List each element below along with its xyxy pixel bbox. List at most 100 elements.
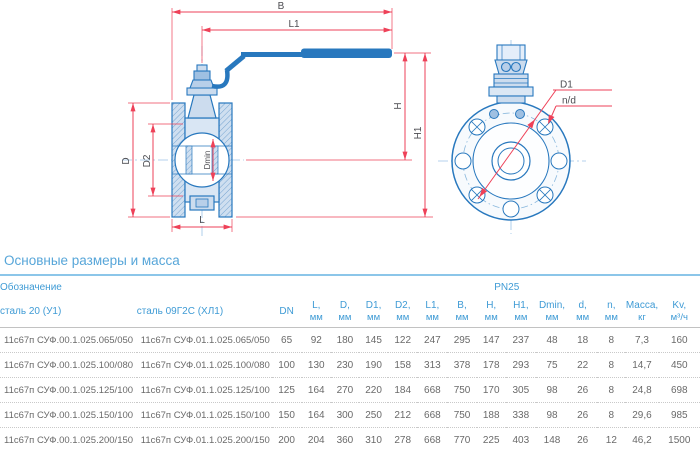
value-cell: 293 — [506, 353, 536, 378]
value-cell: 247 — [417, 328, 447, 353]
handle-lever — [212, 49, 392, 87]
dimension-label-d: D — [121, 157, 132, 164]
value-cell: 29,6 — [625, 403, 658, 428]
value-cell: 158 — [388, 353, 417, 378]
value-cell: 7,3 — [625, 328, 658, 353]
value-cell: 300 — [331, 403, 359, 428]
value-cell: 360 — [331, 428, 359, 452]
side-view: B L1 H H1 D D2 Dmin L — [121, 1, 433, 236]
column-header: B,мм — [447, 296, 476, 328]
designation-cell: 11с67п СУФ.01.1.025.065/050 — [137, 328, 272, 353]
designation-group-header: Обозначение — [0, 275, 272, 296]
column-header: d,мм — [568, 296, 597, 328]
designation-cell: 11с67п СУФ.01.1.025.125/100 — [137, 378, 272, 403]
dimension-label-h1: H1 — [413, 126, 424, 139]
value-cell: 770 — [447, 428, 476, 452]
front-labels: D1 n/d — [560, 80, 576, 107]
column-header: D,мм — [331, 296, 359, 328]
column-header: сталь 20 (У1) — [0, 296, 137, 328]
dimensions-table: Обозначение PN25 сталь 20 (У1)сталь 09Г2… — [0, 274, 700, 452]
column-header: L1,мм — [417, 296, 447, 328]
value-cell: 188 — [477, 403, 506, 428]
value-cell: 237 — [506, 328, 536, 353]
value-cell: 148 — [536, 428, 568, 452]
value-cell: 147 — [477, 328, 506, 353]
value-cell: 98 — [536, 403, 568, 428]
value-cell: 26 — [568, 428, 597, 452]
value-cell: 130 — [302, 353, 331, 378]
value-cell: 26 — [568, 378, 597, 403]
value-cell: 14,7 — [625, 353, 658, 378]
value-cell: 8 — [597, 378, 625, 403]
value-cell: 985 — [659, 403, 700, 428]
drawing-svg: B L1 H H1 D D2 Dmin L — [0, 0, 700, 250]
value-cell: 164 — [302, 403, 331, 428]
valve-body — [172, 95, 232, 217]
dimension-label-l1: L1 — [288, 19, 300, 30]
value-cell: 92 — [302, 328, 331, 353]
value-cell: 125 — [272, 378, 302, 403]
value-cell: 295 — [447, 328, 476, 353]
value-cell: 24,8 — [625, 378, 658, 403]
value-cell: 212 — [388, 403, 417, 428]
value-cell: 100 — [272, 353, 302, 378]
table-header: Обозначение PN25 сталь 20 (У1)сталь 09Г2… — [0, 275, 700, 328]
value-cell: 270 — [331, 378, 359, 403]
value-cell: 220 — [359, 378, 388, 403]
value-cell: 1500 — [659, 428, 700, 452]
column-header: n,мм — [597, 296, 625, 328]
dimension-label-l: L — [199, 215, 205, 226]
designation-cell: 11с67п СУФ.01.1.025.150/100 — [137, 403, 272, 428]
dimension-label-b: B — [278, 1, 285, 12]
value-cell: 403 — [506, 428, 536, 452]
dimension-label-dmin: Dmin — [203, 151, 212, 170]
value-cell: 305 — [506, 378, 536, 403]
designation-cell: 11с67п СУФ.01.1.025.200/150 — [137, 428, 272, 452]
value-cell: 170 — [477, 378, 506, 403]
value-cell: 8 — [597, 328, 625, 353]
value-cell: 65 — [272, 328, 302, 353]
value-cell: 48 — [536, 328, 568, 353]
designation-cell: 11с67п СУФ.00.1.025.125/100 — [0, 378, 137, 403]
value-cell: 184 — [388, 378, 417, 403]
value-cell: 698 — [659, 378, 700, 403]
value-cell: 750 — [447, 378, 476, 403]
designation-cell: 11с67п СУФ.00.1.025.200/150 — [0, 428, 137, 452]
column-header: Масса,кг — [625, 296, 658, 328]
column-header: D2,мм — [388, 296, 417, 328]
value-cell: 8 — [597, 353, 625, 378]
group-header-row: Обозначение PN25 — [0, 275, 700, 296]
section-title: Основные размеры и масса — [0, 250, 700, 274]
value-cell: 22 — [568, 353, 597, 378]
designation-cell: 11с67п СУФ.00.1.025.065/050 — [0, 328, 137, 353]
column-header: сталь 09Г2С (ХЛ1) — [137, 296, 272, 328]
front-stem — [489, 45, 533, 103]
value-cell: 26 — [568, 403, 597, 428]
value-cell: 230 — [331, 353, 359, 378]
column-header: H,мм — [477, 296, 506, 328]
value-cell: 378 — [447, 353, 476, 378]
valve-technical-drawing: B L1 H H1 D D2 Dmin L — [0, 0, 700, 250]
value-cell: 8 — [597, 403, 625, 428]
column-header: L,мм — [302, 296, 331, 328]
designation-cell: 11с67п СУФ.00.1.025.100/080 — [0, 353, 137, 378]
value-cell: 204 — [302, 428, 331, 452]
value-cell: 75 — [536, 353, 568, 378]
value-cell: 46,2 — [625, 428, 658, 452]
column-header: Kv,м³/ч — [659, 296, 700, 328]
value-cell: 313 — [417, 353, 447, 378]
value-cell: 750 — [447, 403, 476, 428]
column-header: DN — [272, 296, 302, 328]
value-cell: 18 — [568, 328, 597, 353]
column-header: D1,мм — [359, 296, 388, 328]
value-cell: 250 — [359, 403, 388, 428]
dimension-label-d2: D2 — [142, 154, 153, 167]
value-cell: 180 — [331, 328, 359, 353]
value-cell: 190 — [359, 353, 388, 378]
value-cell: 160 — [659, 328, 700, 353]
